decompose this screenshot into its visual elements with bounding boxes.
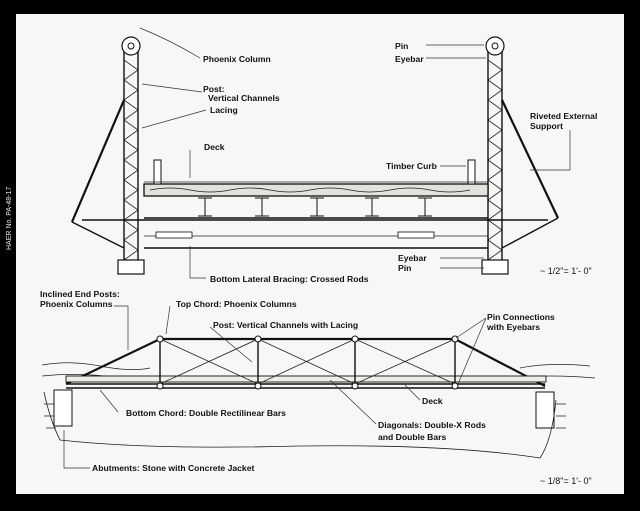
- label-eyebar-top: Eyebar: [395, 54, 424, 64]
- label-riveted-1: Riveted External: [530, 111, 597, 121]
- truss: [65, 335, 547, 390]
- paper: [16, 14, 624, 494]
- right-abutment: [535, 391, 555, 429]
- elevation-leaders: [63, 305, 487, 469]
- label-deck-section: Deck: [204, 142, 225, 152]
- label-pin-top: Pin: [395, 41, 408, 51]
- label-post: Post:: [203, 84, 225, 94]
- left-abutment: [53, 389, 73, 427]
- label-inclined-2: Phoenix Columns: [40, 299, 113, 309]
- label-riveted-2: Support: [530, 121, 563, 131]
- label-eyebar-bottom: Eyebar: [398, 253, 427, 263]
- label-lacing: Lacing: [210, 105, 238, 115]
- label-abutments: Abutments: Stone with Concrete Jacket: [92, 463, 254, 473]
- label-inclined-1: Inclined End Posts:: [40, 289, 120, 299]
- label-pin-connections-1: Pin Connections: [487, 312, 555, 322]
- label-deck-elevation: Deck: [422, 396, 443, 406]
- label-top-chord: Top Chord: Phoenix Columns: [176, 299, 297, 309]
- label-bottom-chord: Bottom Chord: Double Rectilinear Bars: [126, 408, 286, 418]
- label-pin-bottom: Pin: [398, 263, 411, 273]
- margin-text: HAER No. PA-48-17: [6, 187, 13, 250]
- label-post-elevation: Post: Vertical Channels with Lacing: [213, 320, 358, 330]
- scale-elevation: ~ 1/8"= 1'- 0": [540, 476, 592, 486]
- label-diagonals-1: Diagonals: Double-X Rods: [378, 420, 486, 430]
- label-phoenix-column: Phoenix Column: [203, 54, 271, 64]
- left-post: [70, 36, 145, 275]
- label-pin-connections-2: with Eyebars: [486, 322, 540, 332]
- label-diagonals-2: and Double Bars: [378, 432, 447, 442]
- section-deck: [82, 159, 548, 249]
- right-post: [481, 36, 559, 275]
- section-leaders: [139, 27, 571, 279]
- elevation-drawing: [41, 305, 596, 469]
- label-timber-curb: Timber Curb: [386, 161, 437, 171]
- scale-section: ~ 1/2"= 1'- 0": [540, 266, 592, 276]
- label-vertical-channels: Vertical Channels: [208, 93, 280, 103]
- label-bottom-lateral: Bottom Lateral Bracing: Crossed Rods: [210, 274, 369, 284]
- cross-section-drawing: [70, 27, 571, 279]
